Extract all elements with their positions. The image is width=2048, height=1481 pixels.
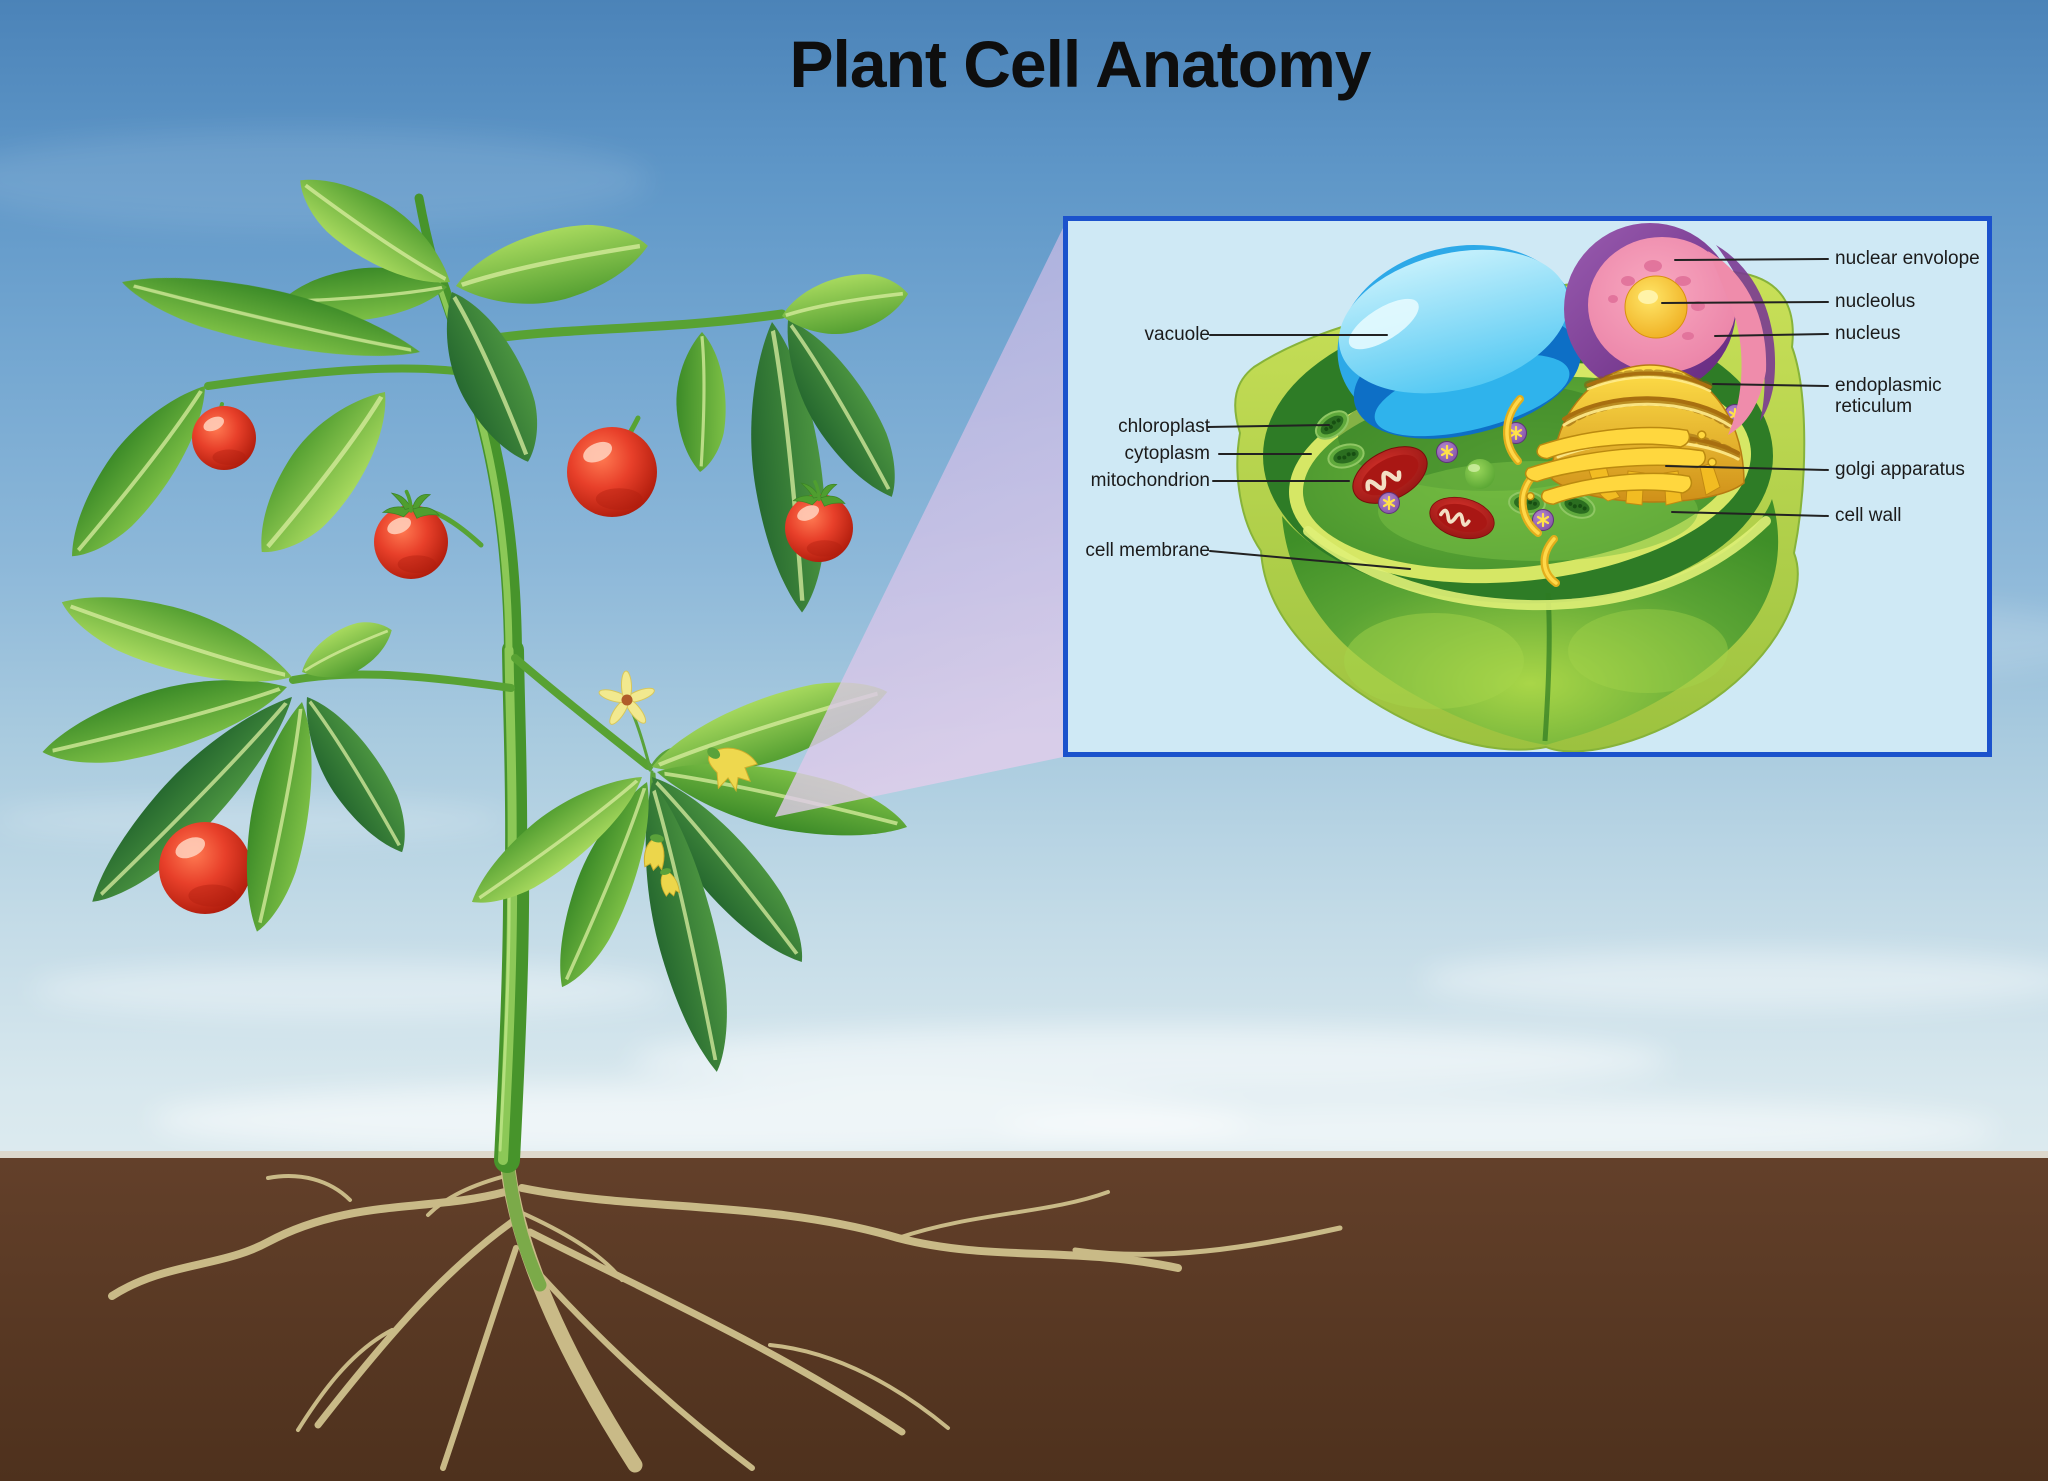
tomato [374, 492, 448, 579]
leader-lines [1207, 258, 1829, 570]
tomato [567, 427, 657, 517]
trumpet-flower [707, 747, 758, 793]
bud-flower [660, 868, 680, 897]
tomato [159, 822, 251, 914]
star-flower [598, 670, 655, 725]
page-title: Plant Cell Anatomy [789, 27, 1372, 101]
label-vacuole: vacuole [1144, 324, 1211, 345]
label-cytoplasm: cytoplasm [1124, 443, 1210, 464]
tomato-flowers [598, 670, 758, 897]
nucleus [1564, 223, 1736, 395]
label-nuclear-envelope: nuclear envolope [1835, 248, 1980, 269]
small-organelle [1435, 440, 1459, 464]
tomato-plant [35, 156, 917, 1173]
cell-wall-front [1282, 499, 1779, 745]
label-mitochondrion: mitochondrion [1090, 470, 1210, 491]
cell-diagram-box: vacuole chloroplast cytoplasm mitochondr… [1063, 216, 1992, 757]
label-nucleus: nucleus [1835, 323, 1901, 344]
nucleus-wrap [1708, 245, 1776, 435]
label-chloroplast: chloroplast [1118, 416, 1210, 437]
main-stem [204, 193, 821, 1173]
soil-horizon-line [0, 1151, 2048, 1159]
magnifier-beam [775, 228, 1063, 817]
leaf-cluster-flowering [456, 662, 913, 1079]
root-system [108, 1151, 1343, 1473]
tomato [192, 406, 256, 470]
label-golgi-apparatus: golgi apparatus [1835, 459, 1965, 480]
label-endoplasmic-reticulum: endoplasmic reticulum [1835, 375, 1942, 417]
small-organelle [1377, 491, 1401, 515]
nucleolus [1624, 275, 1688, 339]
plant-cell-illustration [1207, 223, 1829, 752]
label-cell-membrane: cell membrane [1085, 540, 1210, 561]
label-nucleolus: nucleolus [1835, 291, 1916, 312]
vesicle [1465, 459, 1495, 489]
label-cell-wall: cell wall [1835, 505, 1902, 526]
vacuole [1337, 244, 1581, 439]
soil [0, 1151, 2048, 1481]
leaf-cluster-lower-left [35, 573, 426, 937]
bud-flower [643, 834, 665, 872]
